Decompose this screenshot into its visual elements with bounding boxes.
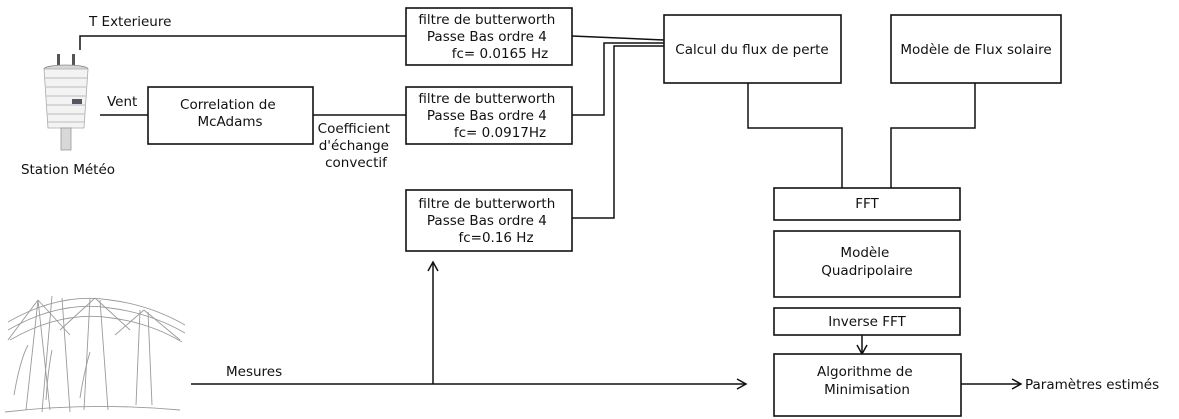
label-temperature: T Exterieure [88, 14, 171, 30]
loss-flux-text: Calcul du flux de perte [675, 42, 828, 58]
label-output: Paramètres estimés [1025, 377, 1159, 393]
line-temperature [80, 36, 406, 50]
fft-text: FFT [855, 196, 879, 212]
weather-station-icon [44, 54, 88, 150]
line-solar-to-fft [891, 83, 975, 188]
label-coefficient: Coefficient d'échange convectif [318, 121, 395, 171]
line-filter-mes-to-loss [572, 46, 664, 218]
label-measures: Mesures [226, 364, 282, 380]
solar-flux-text: Modèle de Flux solaire [900, 42, 1051, 58]
station-caption: Station Météo [21, 162, 115, 178]
label-wind: Vent [107, 94, 137, 110]
ifft-text: Inverse FFT [828, 314, 906, 330]
line-filter-temp-to-loss [572, 36, 664, 40]
line-filter-coef-to-loss [572, 43, 664, 115]
line-loss-to-fft [748, 83, 842, 188]
bridge-sketch-icon [5, 296, 185, 412]
